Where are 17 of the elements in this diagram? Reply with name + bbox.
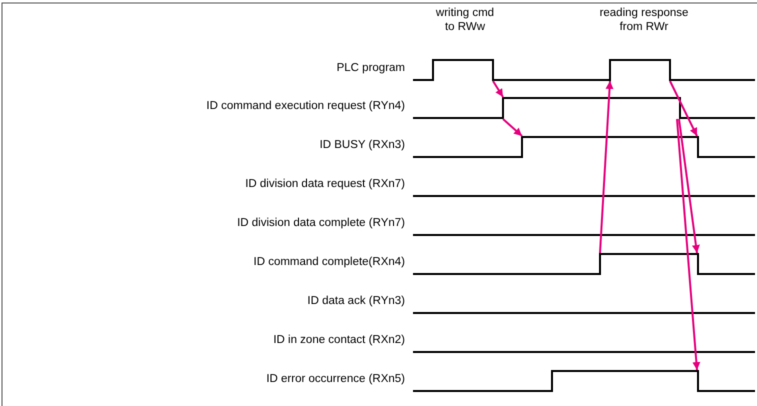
signal-label: ID division data complete (RYn7) [237, 217, 405, 229]
signal-label: ID command execution request (RYn4) [206, 100, 405, 112]
arrow [599, 80, 614, 254]
arrow [678, 118, 700, 254]
signal-label: ID BUSY (RXn3) [320, 139, 405, 151]
signal-label: ID data ack (RYn3) [307, 295, 405, 307]
signal-label: ID error occurrence (RXn5) [266, 373, 405, 385]
arrow [669, 80, 698, 136]
signal-label: ID command complete(RXn4) [254, 256, 405, 268]
arrow [492, 80, 504, 98]
signal-label: ID in zone contact (RXn2) [273, 334, 405, 346]
arrow [676, 118, 700, 370]
signal-label: PLC program [336, 62, 405, 74]
phase-note: reading response from RWr [598, 6, 690, 34]
arrow [502, 118, 523, 137]
signal-label: ID division data request (RXn7) [245, 178, 405, 190]
phase-note: writing cmd to RWw [434, 6, 496, 34]
